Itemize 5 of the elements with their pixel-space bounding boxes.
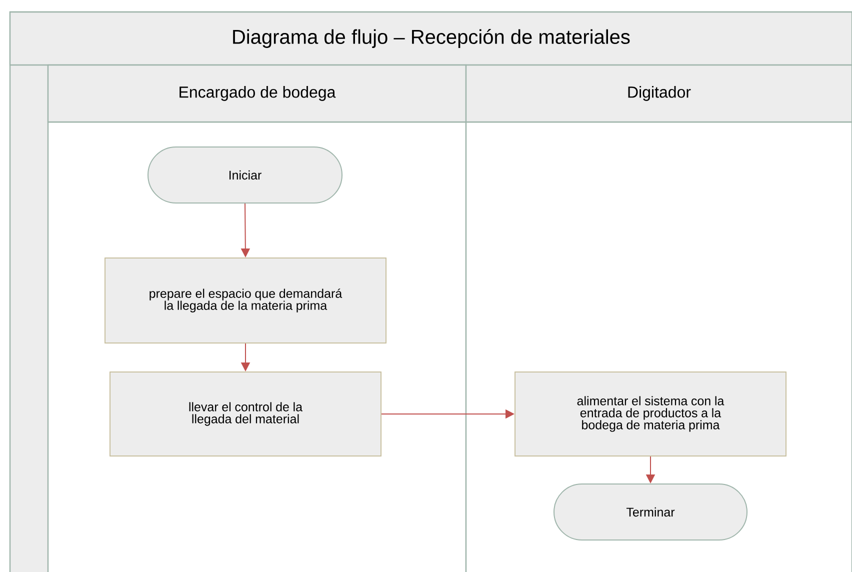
process-box: llevar el control de la llegada del material [110,372,382,456]
process-box: alimentar el sistema con la entrada de productos a la bodega de materia prima [514,372,786,456]
node-label: Digitador [628,86,691,101]
node-label: Encargado de bodega [180,86,336,101]
process-box: prepare el espacio que demandará la llegada de la materia prima [104,258,386,344]
